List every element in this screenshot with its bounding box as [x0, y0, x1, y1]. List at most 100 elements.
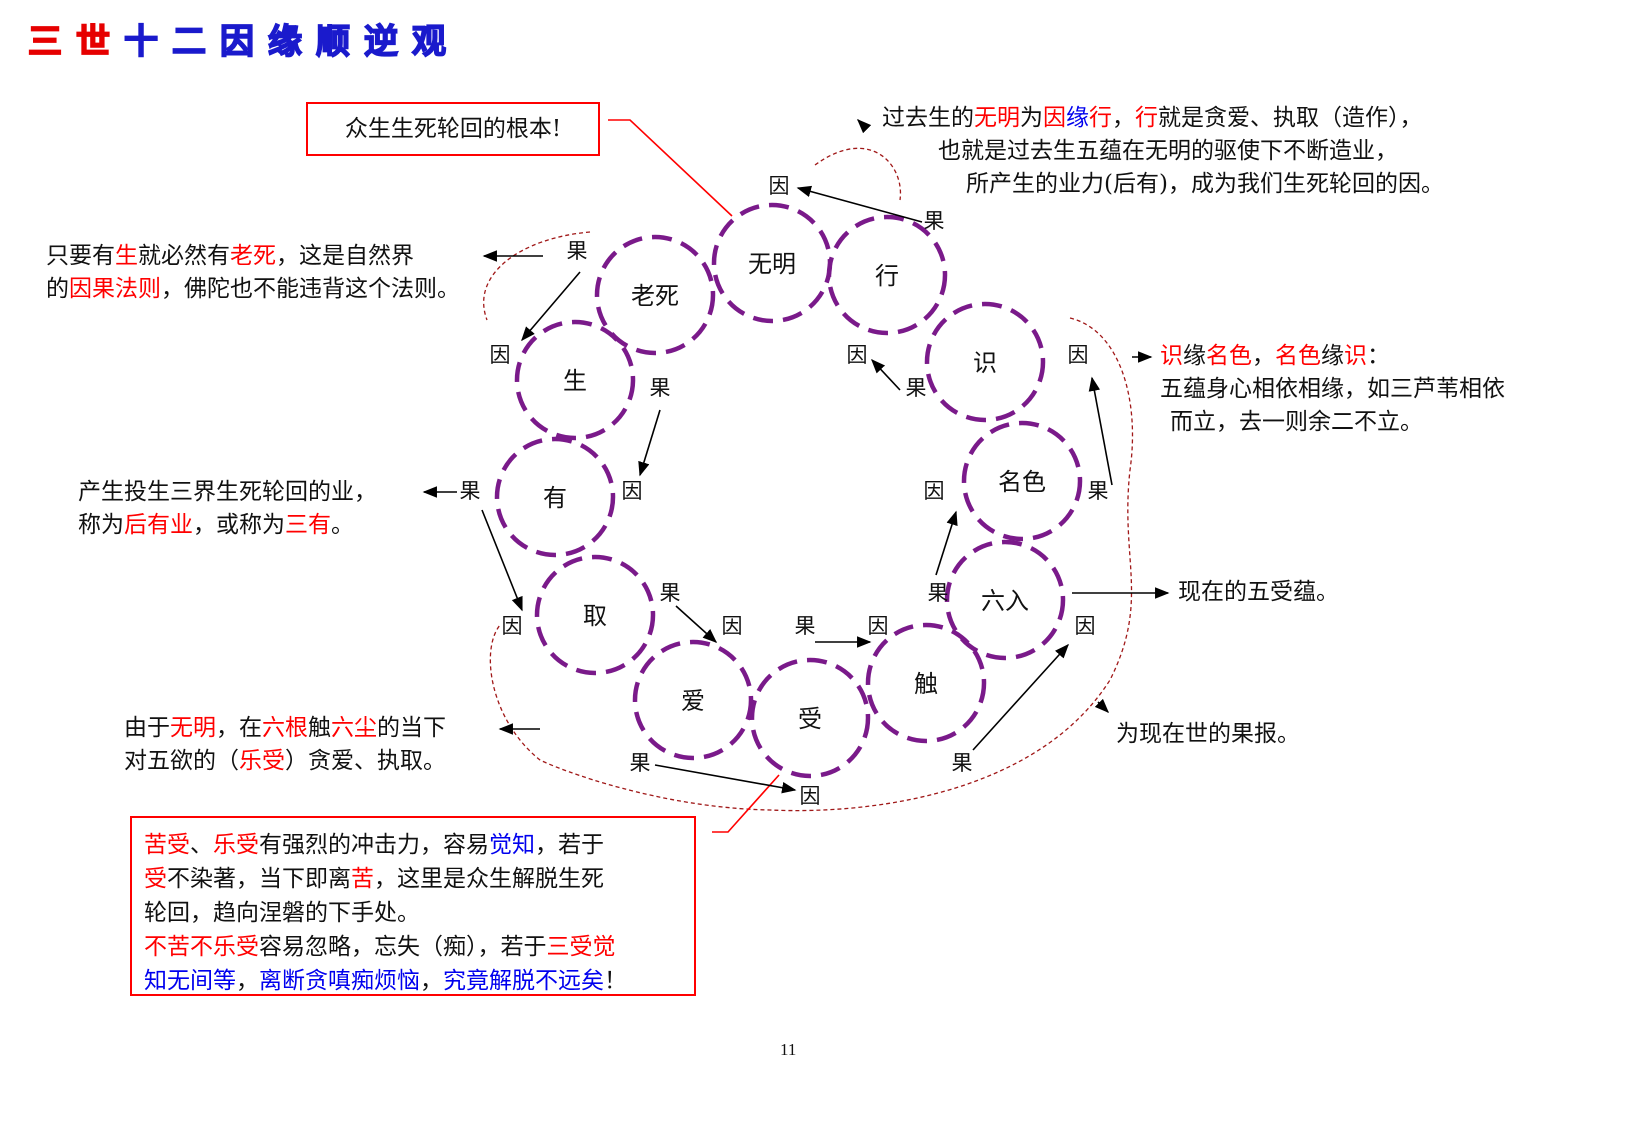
- note-line: 的因果法则，佛陀也不能违背这个法则。: [46, 273, 460, 306]
- link-label-contact: 触: [914, 670, 938, 698]
- note-text: 缘: [1183, 343, 1206, 369]
- box-text: 苦: [351, 866, 374, 892]
- note-text: ，在: [216, 715, 262, 741]
- arrow: [481, 509, 523, 612]
- present-result-note: 为现在世的果报。: [1116, 721, 1300, 747]
- root-cause-text: 众生生死轮回的根本!: [344, 116, 562, 142]
- title-char-4: 二: [171, 21, 220, 63]
- box-text: ，: [420, 968, 443, 994]
- note-text: 因: [1043, 105, 1066, 131]
- effect-marker: 果: [1088, 479, 1109, 503]
- cause-marker: 因: [800, 784, 821, 808]
- present-life-arc: [489, 317, 1134, 812]
- note-text: 六根: [262, 715, 308, 741]
- note-text: 名色: [1275, 343, 1321, 369]
- box-text: 三受觉: [546, 934, 616, 960]
- note-text: 因果法则: [69, 276, 161, 302]
- circle-clinging: [534, 554, 656, 676]
- arrow: [935, 510, 958, 576]
- link-label-birth: 生: [563, 367, 587, 395]
- cause-marker: 因: [490, 343, 511, 367]
- note-line: 过去生的无明为因缘行，行就是贪爱、执取（造作），: [882, 102, 1444, 135]
- cause-marker: 因: [868, 614, 889, 638]
- arrow: [856, 118, 872, 134]
- note-line: 识缘名色，名色缘识：: [1160, 340, 1505, 373]
- circle-aging-death: [594, 234, 716, 356]
- circle-becoming: [494, 436, 616, 558]
- effect-marker: 果: [795, 614, 816, 638]
- note-text: 就是贪爱、执取（造作），: [1158, 105, 1423, 131]
- root-leader-line: [608, 119, 733, 217]
- effect-marker: 果: [906, 376, 927, 400]
- circle-craving: [632, 639, 754, 761]
- title-char-2: 世: [75, 21, 124, 63]
- title-char-7: 顺: [315, 21, 364, 63]
- title-char-9: 观: [411, 21, 460, 63]
- note-text: 缘: [1066, 105, 1089, 131]
- note-text: 为: [1020, 105, 1043, 131]
- link-label-becoming: 有: [543, 484, 567, 512]
- link-label-feeling: 受: [798, 705, 822, 733]
- title-char-5: 因: [219, 21, 268, 63]
- feeling-box: 苦受、乐受有强烈的冲击力，容易觉知，若于 受不染著，当下即离苦，这里是众生解脱生…: [130, 816, 696, 996]
- box-line: 受不染著，当下即离苦，这里是众生解脱生死: [144, 862, 682, 896]
- link-label-aging-death: 老死: [631, 282, 679, 310]
- box-text: 容易忽略，忘失（痴），若于: [259, 934, 547, 960]
- circle-name-form: [961, 420, 1083, 542]
- circle-six-senses: [944, 539, 1066, 661]
- craving-note: 由于无明，在六根触六尘的当下 对五欲的（乐受）贪爱、执取。: [124, 712, 446, 778]
- box-text: 、: [190, 832, 213, 858]
- box-line: 轮回，趋向涅磐的下手处。: [144, 900, 420, 926]
- effect-marker: 果: [952, 751, 973, 775]
- arrow: [796, 185, 923, 223]
- note-text: 行: [1135, 105, 1158, 131]
- link-label-craving: 爱: [681, 687, 705, 715]
- note-line: 称为后有业，或称为三有。: [78, 509, 377, 542]
- box-text: 苦受: [144, 832, 190, 858]
- note-line: 对五欲的（乐受）贪爱、执取。: [124, 745, 446, 778]
- note-text: 由于: [124, 715, 170, 741]
- note-text: ）贪爱、执取。: [285, 748, 446, 774]
- arrow: [1088, 376, 1113, 486]
- note-text: 识: [1344, 343, 1367, 369]
- note-text: 只要有: [46, 243, 115, 269]
- box-line: 知无间等，离断贪嗔痴烦恼，究竟解脱不远矣！: [144, 964, 682, 998]
- circle-birth: [514, 319, 636, 441]
- box-text: 究竟解脱不远矣: [443, 968, 604, 994]
- note-text: ，佛陀也不能违背这个法则。: [161, 276, 460, 302]
- effect-marker: 果: [630, 751, 651, 775]
- note-line: 而立，去一则余二不立。: [1170, 409, 1423, 435]
- note-text: 无明: [170, 715, 216, 741]
- arrow: [521, 271, 581, 342]
- box-text: 觉知: [489, 832, 535, 858]
- note-text: 无明: [974, 105, 1020, 131]
- title-char-6: 缘: [267, 21, 316, 63]
- cause-marker: 因: [769, 174, 790, 198]
- future-life-arc: [483, 231, 591, 321]
- box-text: 知无间等: [144, 968, 236, 994]
- note-text: ，或称为: [193, 512, 285, 538]
- box-line: 苦受、乐受有强烈的冲击力，容易觉知，若于: [144, 828, 682, 862]
- aging-death-note: 只要有生就必然有老死，这是自然界 的因果法则，佛陀也不能违背这个法则。: [46, 240, 460, 306]
- box-text: 不苦不乐受: [144, 934, 259, 960]
- note-text: 识: [1160, 343, 1183, 369]
- circle-consciousness: [924, 301, 1046, 423]
- note-text: 行: [1089, 105, 1112, 131]
- cause-marker: 因: [502, 614, 523, 638]
- feeling-leader-line: [712, 774, 780, 833]
- note-text: 乐受: [239, 748, 285, 774]
- note-text: 缘: [1321, 343, 1344, 369]
- arrow: [871, 358, 901, 391]
- link-label-formations: 行: [875, 262, 899, 290]
- box-text: ，这里是众生解脱生死: [374, 866, 604, 892]
- box-text: 有强烈的冲击力，容易: [259, 832, 489, 858]
- box-text: 不染著，当下即离: [167, 866, 351, 892]
- circle-contact: [865, 622, 987, 744]
- box-text: ，若于: [535, 832, 604, 858]
- link-label-consciousness: 识: [973, 349, 997, 377]
- title-char-1: 三: [27, 21, 76, 63]
- cause-marker: 因: [622, 479, 643, 503]
- link-label-ignorance: 无明: [748, 250, 796, 278]
- note-text: 名色: [1206, 343, 1252, 369]
- note-text: 老死: [230, 243, 276, 269]
